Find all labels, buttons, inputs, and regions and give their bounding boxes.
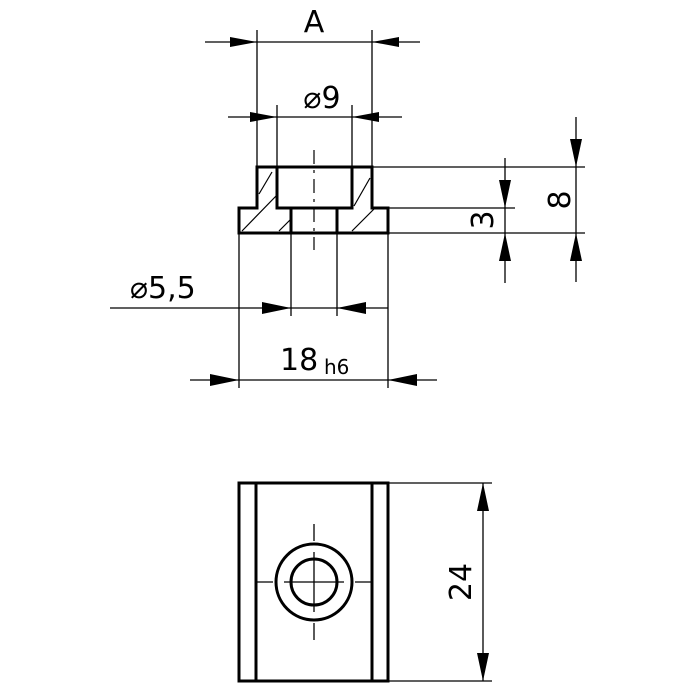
dimension-tolerance-label: h6 [324,355,349,379]
dimension-counterbore-label: ⌀9 [303,81,340,116]
dimension-base-width-label: 18 [280,343,318,378]
dimension-length: 24 [388,482,492,682]
section-hatching [241,171,376,232]
dimension-step-height: 3 [372,158,585,283]
dimension-total-height-label: 8 [543,190,578,209]
dimension-counterbore: ⌀9 [228,81,402,167]
counterbore-circle [274,542,354,622]
dimension-total-height: 8 [543,117,582,282]
dimension-a-label: A [304,5,325,40]
dimension-hole-label: ⌀5,5 [130,271,196,306]
section-view: A ⌀9 ⌀5,5 18 h6 [110,5,585,388]
dimension-hole: ⌀5,5 [110,233,388,316]
dimension-step-height-label: 3 [466,210,501,229]
dimension-a: A [205,5,420,167]
top-view: 24 [237,481,492,683]
top-view-outline [237,481,390,683]
dimension-length-label: 24 [444,563,479,601]
dimension-base-width: 18 h6 [190,233,437,388]
